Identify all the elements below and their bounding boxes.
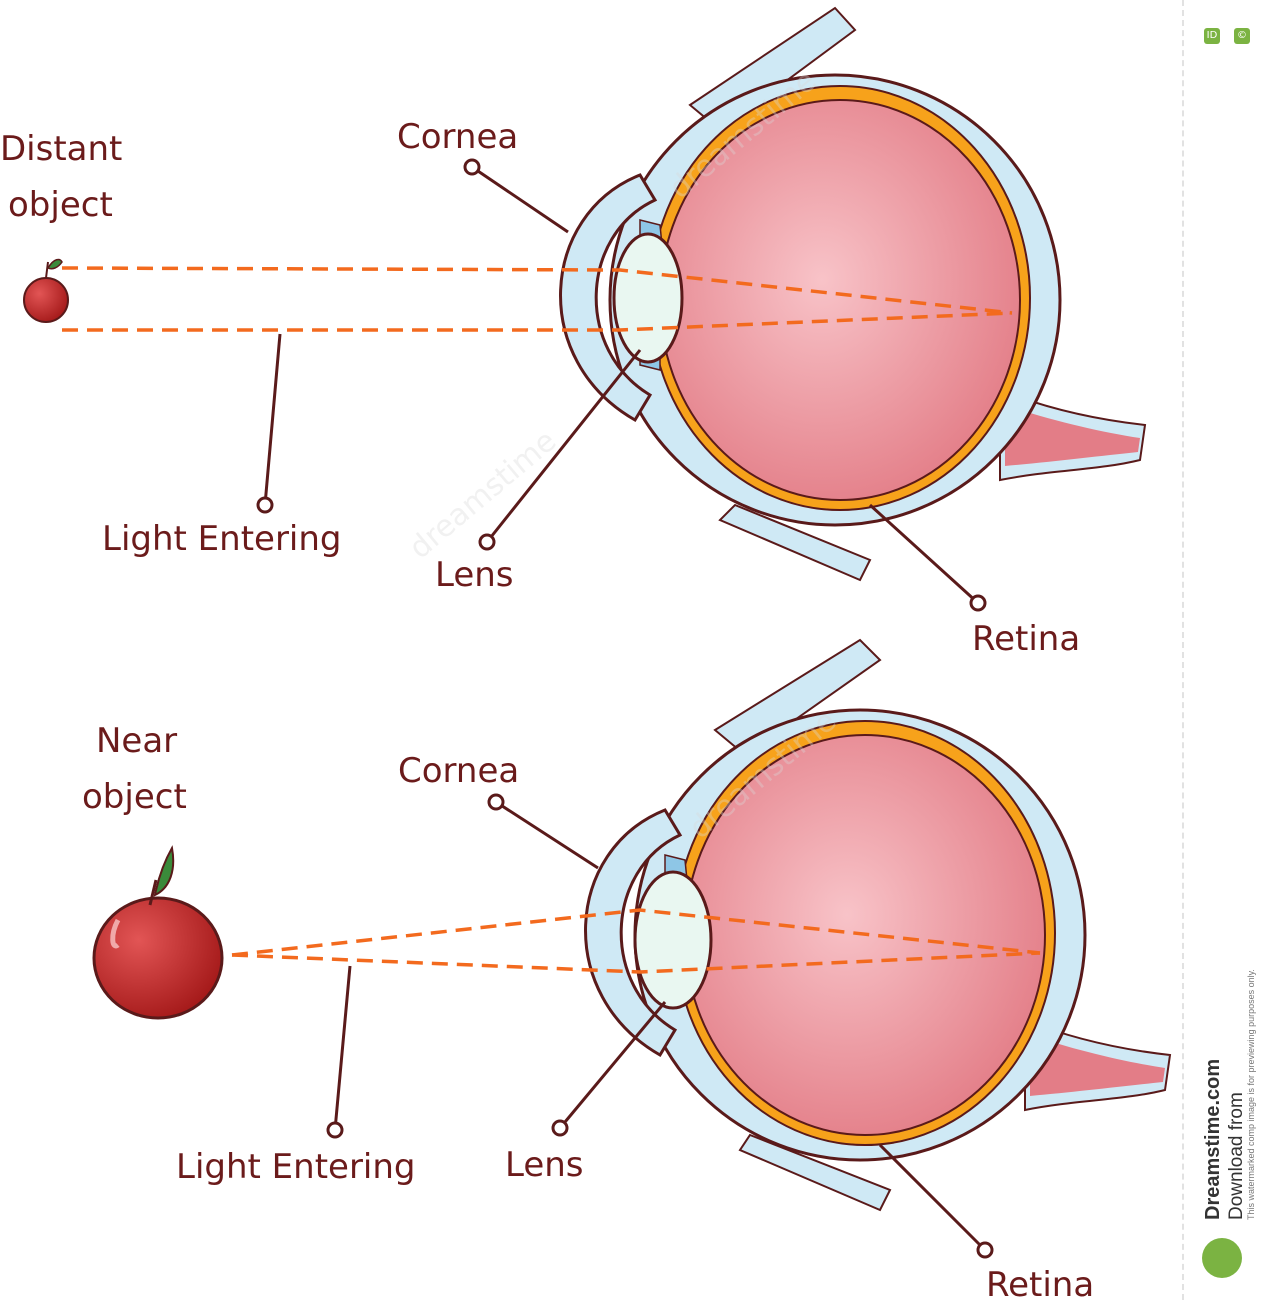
lens-leader-line — [485, 349, 642, 543]
light-leader-dot — [326, 1121, 344, 1139]
eye-focus-diagram: Distant object Cornea Light Entering Len… — [0, 6, 1172, 1300]
cornea-leader-line — [471, 165, 569, 234]
cornea-leader-line — [495, 800, 599, 870]
retina-label-bottom: Retina — [986, 1265, 1094, 1300]
distant-object-label-line1: Distant — [0, 129, 122, 169]
retina-leader-dot — [976, 1241, 994, 1259]
lens-label-bottom: Lens — [505, 1145, 584, 1185]
sidebar-note: This watermarked comp image is for previ… — [1246, 969, 1256, 1220]
lens-leader-dot — [478, 533, 496, 551]
cornea-leader-dot — [487, 793, 505, 811]
light-ray-lower — [231, 951, 1041, 974]
light-leader-line — [263, 333, 282, 506]
lens — [612, 232, 684, 364]
optic-nerve-core — [1030, 1035, 1165, 1096]
near-object-diagram: Near object Cornea Light Entering Lens R… — [82, 638, 1172, 1300]
distant-apple-icon — [23, 258, 69, 323]
optic-nerve-core — [1005, 405, 1140, 466]
near-apple-icon — [92, 845, 224, 1020]
lens-leader-line — [558, 1001, 667, 1129]
light-leader-dot — [256, 496, 274, 514]
cornea-leader-dot — [463, 158, 481, 176]
near-object-label-line2: object — [82, 777, 187, 817]
lens — [633, 870, 713, 1010]
stock-watermark-sidebar: ID © Dreamstime.com Download from This w… — [1182, 0, 1270, 1300]
copyright-badge-icon: © — [1234, 28, 1250, 44]
light-ray-upper — [61, 266, 1013, 315]
lens-leader-dot — [551, 1119, 569, 1137]
id-badge-icon: ID — [1204, 28, 1220, 44]
light-entering-label-bottom: Light Entering — [176, 1147, 416, 1187]
light-entering-label-top: Light Entering — [102, 519, 342, 559]
light-ray-lower — [62, 311, 1013, 332]
sidebar-download-text: Download from — [1226, 1092, 1247, 1220]
cornea — [559, 173, 658, 423]
retina-leader-line — [878, 1143, 987, 1252]
retina-leader-dot — [969, 594, 987, 612]
dreamstime-logo-icon — [1202, 1238, 1242, 1278]
near-object-label-line1: Near — [96, 721, 177, 761]
distant-object-diagram: Distant object Cornea Light Entering Len… — [0, 6, 1147, 659]
retina-leader-line — [868, 503, 980, 605]
lower-eye-muscle — [738, 1133, 892, 1212]
light-leader-line — [333, 965, 352, 1131]
lower-eye-muscle — [718, 503, 872, 582]
light-ray-upper — [231, 908, 1041, 957]
distant-object-label-line2: object — [8, 185, 113, 225]
lens-label-top: Lens — [435, 555, 514, 595]
sidebar-brand: Dreamstime.com — [1202, 1058, 1224, 1220]
cornea — [584, 808, 683, 1058]
cornea-label-top: Cornea — [397, 117, 518, 157]
cornea-label-bottom: Cornea — [398, 751, 519, 791]
retina-label-top: Retina — [972, 619, 1080, 659]
